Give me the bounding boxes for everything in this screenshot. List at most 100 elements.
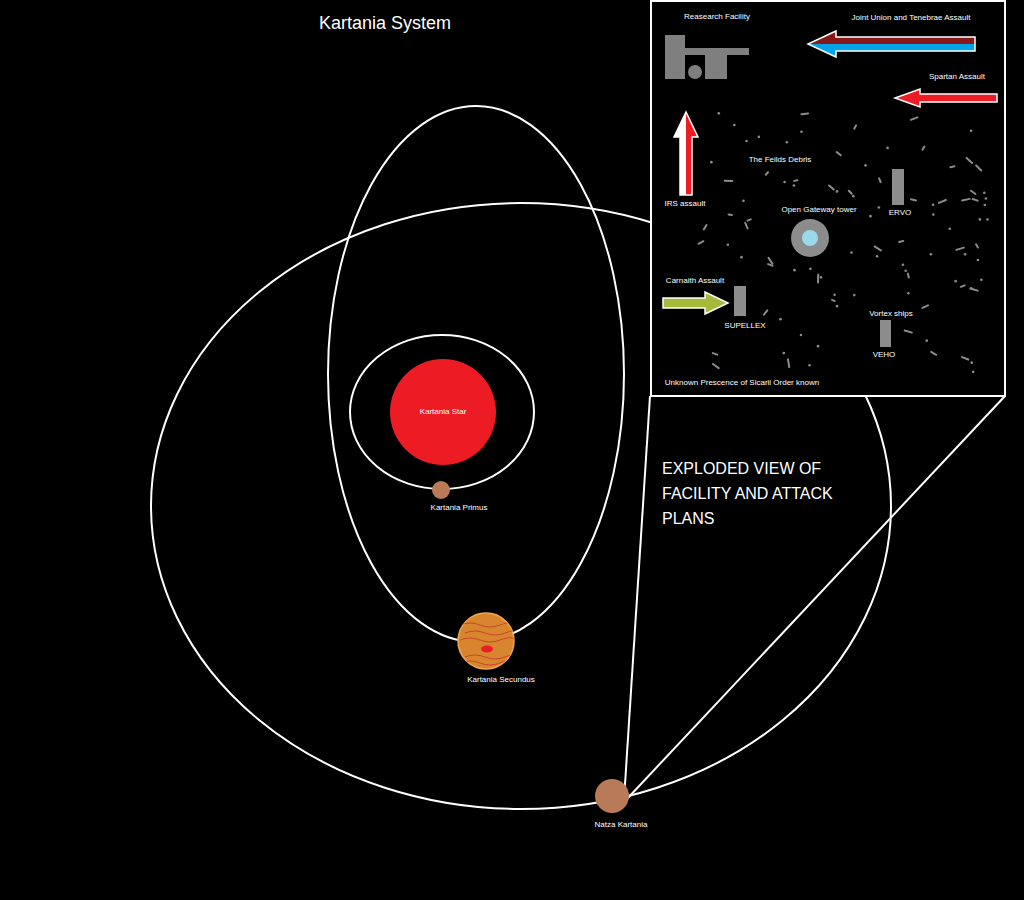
ship-bar: [734, 286, 746, 316]
debris-shard: [768, 264, 772, 266]
debris-dot: [970, 361, 973, 364]
planet-circle-shape: [432, 481, 450, 499]
middle-orbit: [328, 106, 624, 642]
debris-dot: [733, 124, 736, 127]
debris-shard: [849, 191, 852, 194]
debris-dot: [785, 141, 788, 144]
debris-shard: [854, 125, 856, 128]
debris-dot: [979, 218, 982, 221]
facility-block: [685, 48, 749, 55]
node-label: SUPELLEX: [724, 321, 765, 330]
debris-shard: [911, 199, 916, 200]
debris-dot: [793, 269, 796, 272]
ship-bar: ERVO: [892, 169, 904, 205]
arrow-outline: [674, 112, 698, 195]
debris-shard: [976, 244, 978, 247]
planet-circle: Natza Kartania: [595, 779, 629, 813]
debris-shard: [725, 180, 733, 182]
research-facility: Reasearch Facility: [665, 35, 749, 79]
planet-band: [460, 638, 516, 642]
debris-dot: [983, 204, 986, 207]
debris-dot: [742, 200, 745, 203]
planet-circle-shape: [595, 779, 629, 813]
debris-dot: [853, 294, 856, 297]
node-label: Reasearch Facility: [684, 12, 750, 21]
debris-dot: [836, 190, 839, 193]
debris-dot: [876, 255, 879, 258]
ship-bar-shape: [892, 169, 904, 205]
debris-dot: [745, 140, 748, 143]
debris-dot: [980, 279, 983, 282]
debris-dot: [977, 259, 980, 262]
debris-shard: [832, 300, 835, 301]
debris-dot: [925, 339, 928, 342]
debris-dot: [836, 305, 839, 308]
debris-dot: [808, 364, 811, 367]
debris-shard: [962, 357, 968, 359]
debris-dot: [710, 161, 713, 164]
debris-dot: [809, 268, 812, 271]
debris-dot: [800, 334, 803, 337]
debris-shard: [905, 331, 912, 333]
debris-dot: [986, 218, 989, 221]
planet-circle: Kartania Secundus: [458, 613, 514, 669]
debris-dot: [932, 203, 935, 206]
star-circle: Kartania Star: [390, 359, 496, 465]
debris-dot: [970, 129, 973, 132]
node-label: ERVO: [889, 208, 912, 217]
ship-bar-shape: [880, 320, 891, 347]
node-label: Unknown Prescence of Sicarii Order known: [665, 378, 819, 387]
debris-shard: [973, 199, 978, 201]
debris-dot: [878, 206, 881, 209]
debris-field: [699, 112, 989, 373]
debris-dot: [907, 292, 910, 295]
inner-orbit: [350, 335, 534, 489]
spartan-assault-arrow: [895, 89, 997, 107]
debris-dot: [954, 280, 957, 283]
debris-dot: [820, 276, 823, 279]
debris-dot: [932, 213, 935, 216]
map-label: Joint Union and Tenebrae Assault: [851, 13, 970, 22]
inset-caption: EXPLODED VIEW OF FACILITY AND ATTACK PLA…: [662, 456, 857, 531]
debris-shard: [704, 225, 707, 230]
research-facility-shape: [665, 35, 749, 79]
debris-dot: [740, 256, 743, 259]
zoom-line: [626, 396, 1005, 800]
star-circle: [390, 359, 496, 465]
planet-circle: Kartania Primus: [432, 481, 450, 499]
ship-bar: VEHO: [880, 320, 891, 347]
title: Kartania System: [319, 13, 451, 34]
debris-shard: [879, 178, 881, 182]
debris-dot: [850, 251, 853, 254]
debris-shard: [817, 275, 819, 283]
debris-shard: [837, 152, 841, 155]
debris-shard: [970, 289, 977, 291]
node-label: Open Gateway tower: [781, 205, 856, 214]
planet-circle: [458, 613, 514, 669]
joint-assault-arrow: [808, 31, 975, 57]
map-label: IRS assault: [665, 199, 706, 208]
debris-shard: [939, 200, 946, 203]
debris-dot: [869, 215, 872, 218]
debris-dot: [930, 253, 933, 256]
zoom-line: [624, 396, 650, 800]
debris-dot: [783, 181, 786, 184]
debris-shard: [931, 352, 936, 355]
debris-shard: [950, 165, 954, 168]
irs-assault-arrow: [674, 112, 698, 195]
debris-shard: [745, 223, 747, 229]
debris-shard: [923, 147, 925, 150]
debris-shard: [729, 213, 732, 215]
debris-dot: [758, 136, 761, 139]
inset-panel: Reasearch FacilityOpen Gateway tower ERVO…: [650, 0, 1006, 397]
debris-dot: [852, 195, 855, 198]
node-label: Kartania Primus: [431, 503, 488, 512]
gateway-tower: Open Gateway tower: [791, 219, 829, 257]
debris-dot: [779, 318, 782, 321]
map-label: Spartan Assault: [929, 72, 985, 81]
debris-shard: [907, 274, 910, 278]
ship-bar-shape: [734, 286, 746, 316]
debris-dot: [985, 197, 988, 200]
